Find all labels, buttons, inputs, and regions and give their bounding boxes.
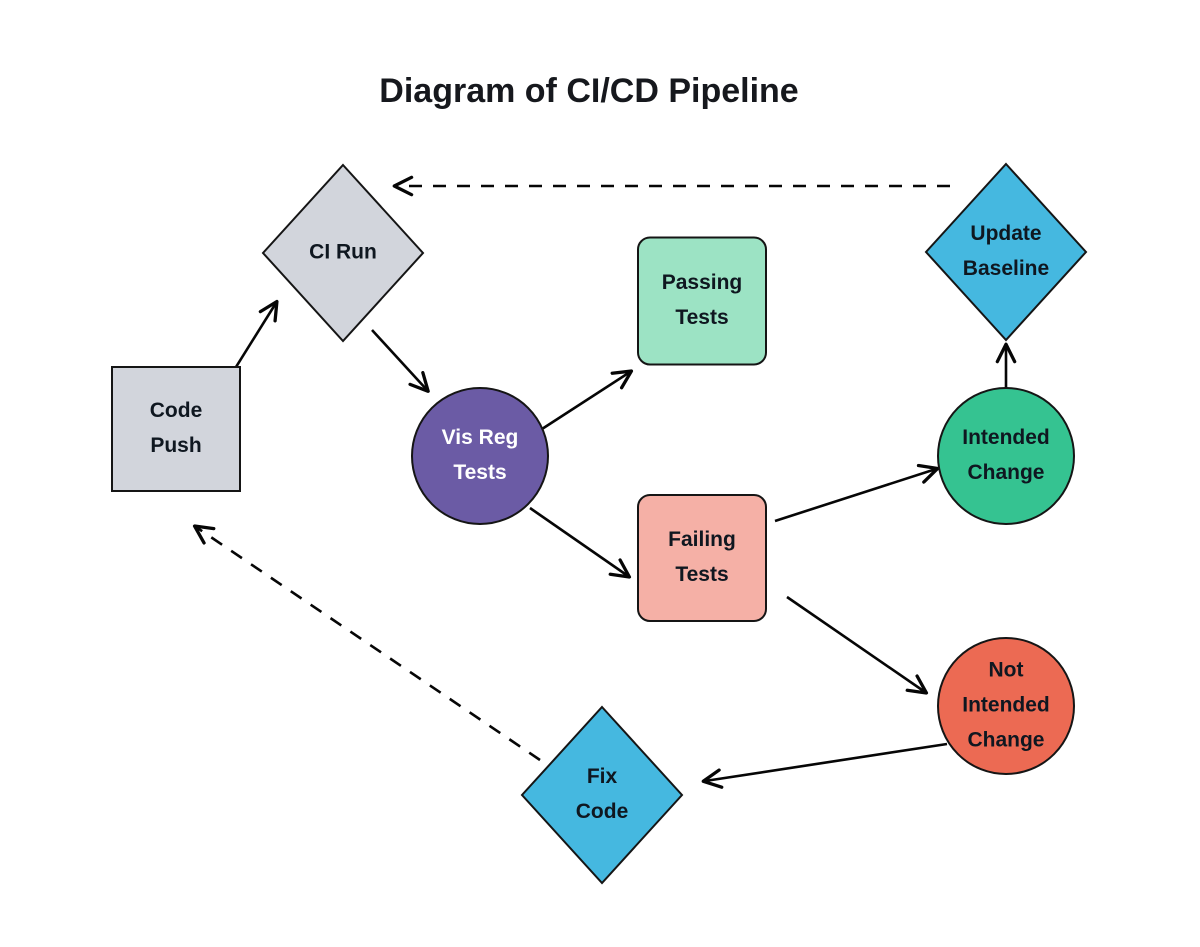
vis-reg-tests-shape[interactable] bbox=[411, 387, 549, 525]
page-title: Diagram of CI/CD Pipeline bbox=[379, 72, 798, 110]
fix-code-shape[interactable] bbox=[520, 705, 684, 885]
edge-ci-run-to-vis-reg bbox=[371, 329, 430, 393]
passing-tests-shape[interactable] bbox=[637, 236, 767, 366]
node-ci-run[interactable]: CI Run bbox=[261, 163, 425, 343]
intended-change-shape[interactable] bbox=[937, 387, 1075, 525]
code-push-shape[interactable] bbox=[111, 366, 241, 492]
edge-fix-code-to-code-push bbox=[192, 524, 541, 762]
update-baseline-shape[interactable] bbox=[924, 162, 1088, 342]
edges-layer bbox=[192, 175, 1017, 789]
not-intended-change-shape[interactable] bbox=[937, 637, 1075, 775]
edge-failing-to-intended bbox=[774, 463, 940, 523]
failing-tests-shape[interactable] bbox=[637, 494, 767, 622]
edge-not-intended-to-fix-code bbox=[701, 742, 948, 789]
edge-vis-reg-to-failing bbox=[529, 506, 632, 579]
edge-failing-to-not-intended bbox=[786, 595, 929, 695]
ci-run-shape[interactable] bbox=[261, 163, 425, 343]
edge-vis-reg-to-passing bbox=[541, 369, 634, 431]
